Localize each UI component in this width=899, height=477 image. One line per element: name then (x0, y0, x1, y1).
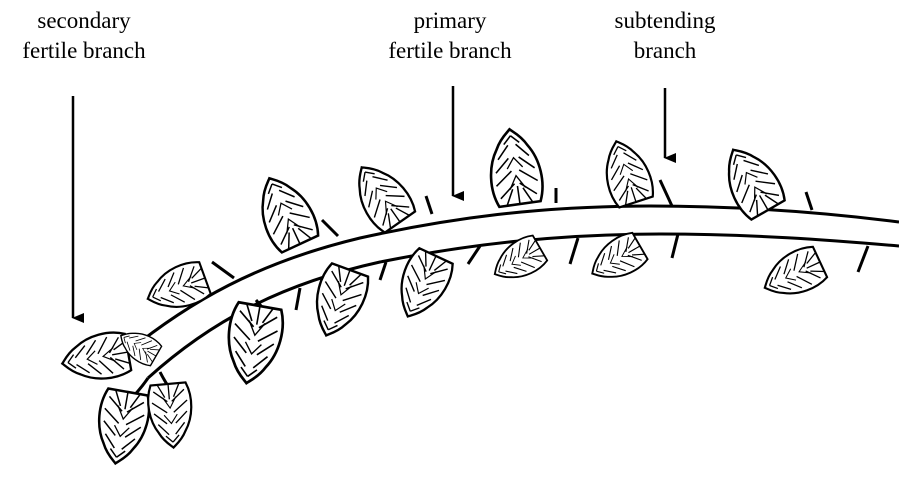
cone-tip-2 (91, 388, 152, 468)
cone-lower-6 (756, 243, 828, 306)
upper-cones (141, 126, 788, 318)
tip-cluster (58, 324, 194, 468)
cone-lower-1 (220, 301, 285, 387)
cone-lower-5 (583, 230, 649, 290)
cone-tip-3 (147, 382, 195, 449)
cone-upper-4 (484, 126, 545, 208)
cone-upper-2 (247, 168, 322, 254)
cone-upper-1 (141, 259, 212, 318)
cone-lower-4 (486, 233, 549, 289)
cone-upper-5 (596, 135, 656, 209)
cone-upper-3 (343, 155, 418, 235)
lower-cones (220, 230, 828, 388)
cone-lower-2 (304, 262, 372, 343)
